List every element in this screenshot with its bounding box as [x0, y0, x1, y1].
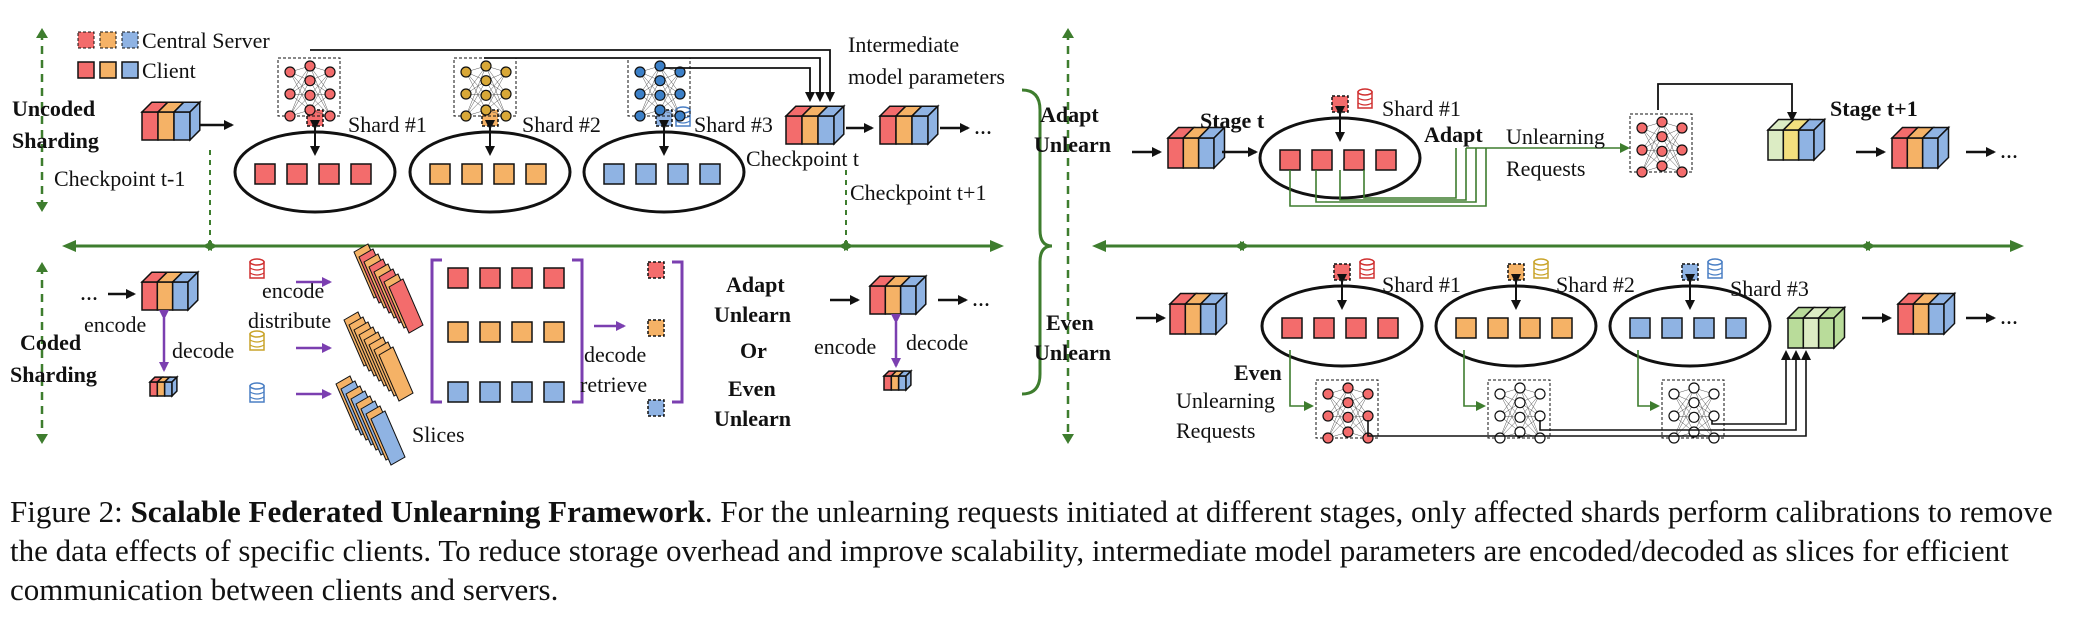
- legend-server-label: Central Server: [142, 28, 270, 53]
- caption-title: Scalable Federated Unlearning Framework: [130, 494, 705, 529]
- uncoded-shards: [233, 106, 746, 214]
- decode-label: decode: [172, 338, 234, 363]
- shard1-label: Shard #1: [348, 112, 427, 137]
- neural-net-icon-red: [1629, 113, 1693, 178]
- shard1-label-r: Shard #1: [1382, 96, 1461, 121]
- uncoded-sharding-panel: Uncoded Sharding Shard #1 Shard #2 Shard…: [12, 28, 1005, 246]
- even-unlearn-label-1: Even: [728, 376, 776, 401]
- legend-client-icon: [77, 61, 139, 79]
- neural-net-icon-yellow: [453, 57, 517, 122]
- adapt-shard: [1258, 88, 1422, 200]
- neural-net-icon-white: [1661, 379, 1725, 444]
- stage-t-label: Stage t: [1200, 108, 1265, 133]
- checkpoint-stack-icon: [784, 104, 846, 146]
- encode-label-3: encode: [814, 334, 876, 359]
- shard1-label-e: Shard #1: [1382, 272, 1461, 297]
- intermediate-label-2: model parameters: [848, 64, 1005, 89]
- neural-net-icon-red: [277, 57, 341, 122]
- small-stack-icon: [882, 369, 913, 392]
- distribute-label: distribute: [248, 308, 331, 333]
- or-label: Or: [740, 338, 767, 363]
- ellipsis: ...: [2000, 138, 2018, 164]
- legend-server-icon: [77, 31, 139, 49]
- checkpoint-prev-label: Checkpoint t-1: [54, 166, 185, 191]
- database-icon-blue: [249, 382, 265, 403]
- model-stack-icon: [140, 270, 200, 312]
- legend-client-label: Client: [142, 58, 196, 83]
- coded-matrix: [447, 267, 565, 403]
- neural-net-icon-blue: [627, 57, 691, 122]
- calibrated-stack-icon: [1766, 117, 1827, 162]
- slices-label: Slices: [412, 422, 465, 447]
- model-stack-icon: [1890, 125, 1951, 170]
- even-unlearn-mid-2: Unlearn: [1034, 340, 1111, 365]
- ellipsis: ...: [2000, 304, 2018, 330]
- unlearning-requests-1: Unlearning: [1506, 124, 1605, 149]
- even-label: Even: [1234, 360, 1282, 385]
- checkpoint-label: Checkpoint t: [746, 146, 859, 171]
- even-unlearn-label-2: Unlearn: [714, 406, 791, 431]
- coded-sharding-panel: Coded Sharding ... encode decode encode …: [10, 243, 990, 466]
- model-stack-icon: [140, 100, 202, 142]
- even-shards: [1260, 258, 1772, 368]
- stage-t1-label: Stage t+1: [1830, 96, 1918, 121]
- database-icon-yellow: [249, 330, 265, 351]
- unlearning-requests-e1: Unlearning: [1176, 388, 1275, 413]
- unlearning-requests-2: Requests: [1506, 156, 1585, 181]
- adapt-unlearn-label-1: Adapt: [726, 272, 785, 297]
- ellipsis: ...: [80, 280, 98, 306]
- uncoded-label-2: Sharding: [12, 128, 99, 153]
- framework-diagram: Central Server Client Uncoded Sharding S…: [10, 28, 2024, 466]
- retrieve-label: retrieve: [580, 372, 647, 397]
- caption-prefix: Figure 2:: [10, 494, 131, 529]
- model-stack-icon: [1896, 291, 1957, 336]
- adapt-label: Adapt: [1424, 122, 1483, 147]
- shard3-label: Shard #3: [694, 112, 773, 137]
- coded-label-2: Sharding: [10, 362, 97, 387]
- neural-net-icon-white: [1487, 379, 1551, 444]
- checkpoint-next-label: Checkpoint t+1: [850, 180, 986, 205]
- intermediate-label-1: Intermediate: [848, 32, 959, 57]
- even-unlearn-mid-1: Even: [1046, 310, 1094, 335]
- decode-label-3: decode: [906, 330, 968, 355]
- model-stack-icon: [868, 274, 928, 316]
- coded-label-1: Coded: [20, 330, 81, 355]
- retrieved-slices: [647, 261, 665, 417]
- unlearning-requests-e2: Requests: [1176, 418, 1255, 443]
- green-stack-icon: [1786, 305, 1847, 350]
- shard3-label-e: Shard #3: [1730, 276, 1809, 301]
- decode-label-2: decode: [584, 342, 646, 367]
- model-stack-icon: [1166, 125, 1227, 170]
- ellipsis: ...: [974, 114, 992, 140]
- adapt-unlearn-mid-2: Unlearn: [1034, 132, 1111, 157]
- even-unlearn-panel: Shard #1 Shard #2 Shard #3 Even Unlearni…: [1136, 258, 2018, 444]
- legend: Central Server Client: [77, 28, 270, 83]
- adapt-unlearn-panel: Stage t Shard #1 Adapt Unlearning Reques…: [1132, 83, 2018, 207]
- model-stack-icon: [878, 104, 940, 146]
- database-icon-red: [249, 258, 265, 279]
- figure-caption: Figure 2: Scalable Federated Unlearning …: [10, 492, 2070, 609]
- middle-brace: Adapt Unlearn Even Unlearn: [1021, 28, 1111, 444]
- shard2-label: Shard #2: [522, 112, 601, 137]
- adapt-unlearn-label-2: Unlearn: [714, 302, 791, 327]
- adapt-unlearn-mid-1: Adapt: [1040, 102, 1099, 127]
- shard2-label-e: Shard #2: [1556, 272, 1635, 297]
- slices-stack: [335, 243, 424, 466]
- model-stack-icon: [1168, 291, 1229, 336]
- encode-label: encode: [84, 312, 146, 337]
- small-stack-icon: [148, 375, 179, 398]
- timeline-divider-right: [1092, 240, 2024, 252]
- ellipsis: ...: [972, 286, 990, 312]
- timeline-divider-left: [62, 240, 1004, 252]
- uncoded-label-1: Uncoded: [12, 96, 95, 121]
- caption-text: . For the unlearning requests initiated …: [10, 494, 2053, 607]
